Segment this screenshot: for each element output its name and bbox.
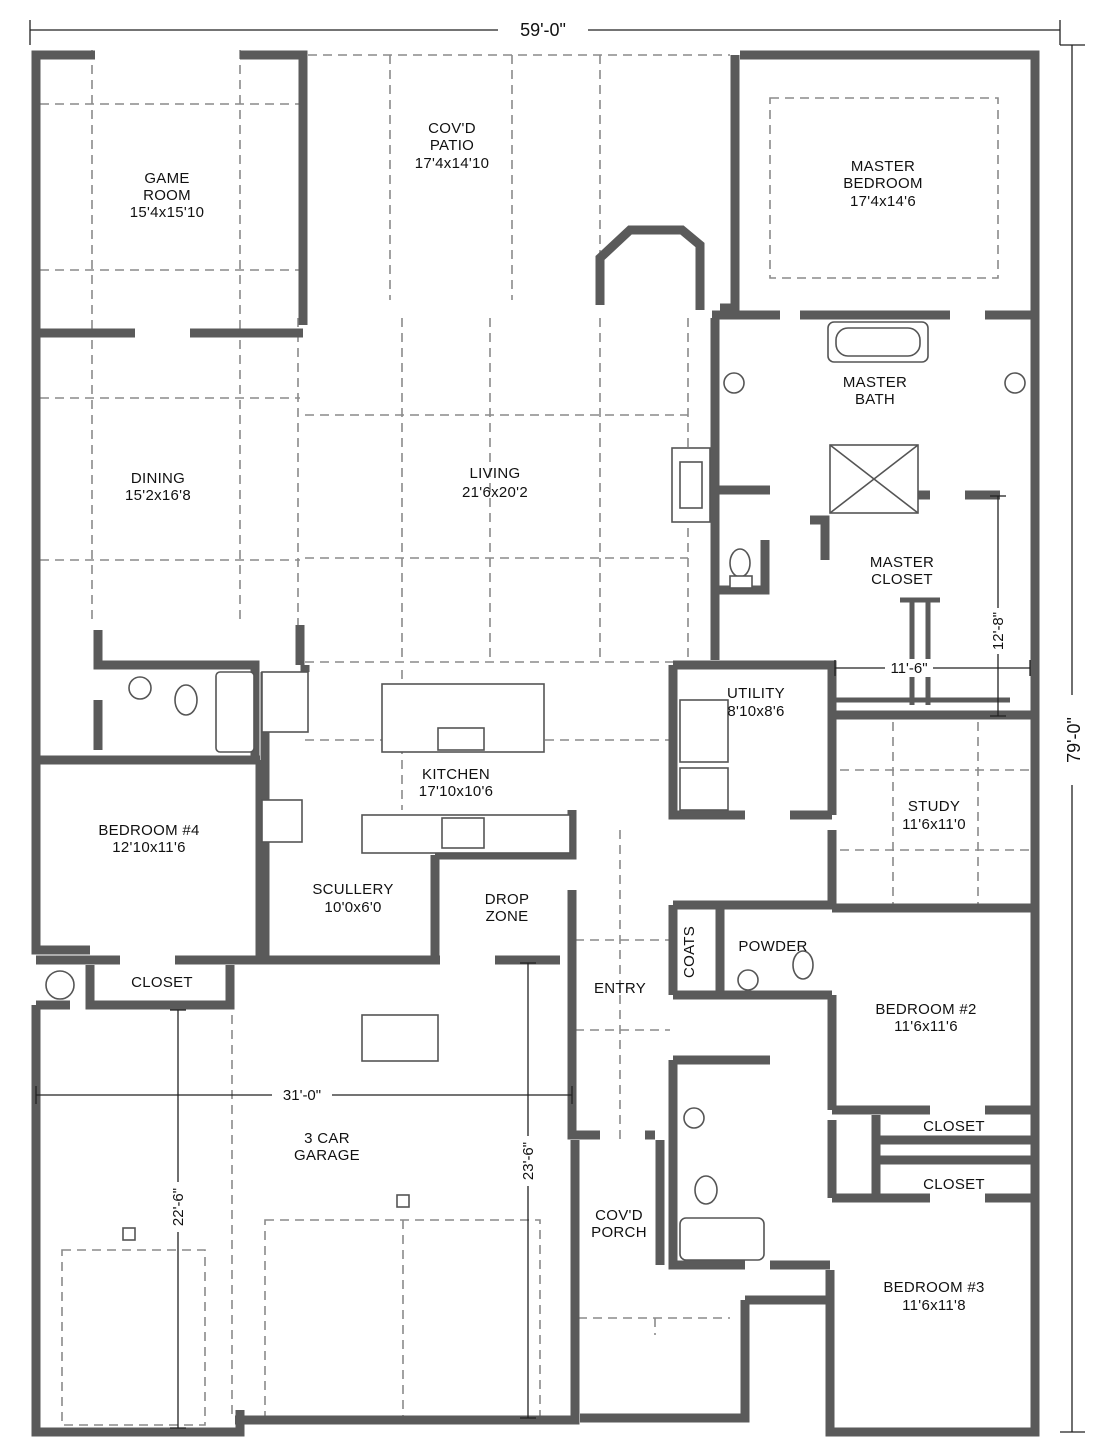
sink-icon — [723, 372, 745, 394]
toilet-icon — [729, 548, 751, 578]
room-label-line: ZONE — [486, 908, 529, 925]
closet-width-label: 11'-6" — [890, 660, 927, 677]
bathtub-icon — [215, 671, 255, 753]
water-heater-icon — [45, 970, 75, 1000]
room-label-closet-bed2: CLOSET — [923, 1118, 985, 1135]
sink-icon — [683, 1107, 705, 1129]
washer-icon — [679, 699, 729, 763]
toilet-icon — [792, 950, 814, 980]
interior-dimensions: 11'-6" 12'-8" 31'-0" 22'-6" 23'-6" — [35, 495, 1031, 1429]
closet-depth-label: 12'-8" — [990, 612, 1007, 650]
room-label-line: ROOM — [143, 187, 191, 204]
bathtub-icon — [679, 1217, 765, 1261]
garage-depth-right-label: 23'-6" — [520, 1142, 537, 1180]
ceiling-lines — [40, 50, 1030, 1426]
fixtures — [45, 321, 1026, 1261]
garage-width-label: 31'-0" — [283, 1087, 321, 1104]
oven-icon — [261, 799, 303, 843]
room-label-line: BATH — [855, 391, 895, 408]
sink-icon — [128, 676, 152, 700]
room-label-line: BEDROOM — [843, 175, 923, 192]
room-label-line: PATIO — [430, 137, 474, 154]
room-label-powder: POWDER — [738, 938, 807, 955]
sink-icon — [737, 969, 759, 991]
walls — [31, 50, 1040, 1437]
room-label-line: CLOSET — [871, 571, 933, 588]
overall-width-label: 59'-0" — [520, 20, 566, 40]
room-label-closet-garage: CLOSET — [131, 974, 193, 991]
room-label-closet-bed3: CLOSET — [923, 1176, 985, 1193]
room-label-line: PORCH — [591, 1224, 647, 1241]
toilet-icon — [174, 684, 198, 716]
room-label-entry: ENTRY — [594, 980, 646, 997]
overall-dimensions: 59'-0" 79'-0" — [29, 18, 1085, 1433]
dryer-icon — [679, 767, 729, 811]
sink-icon — [441, 817, 485, 849]
overall-depth-label: 79'-0" — [1064, 717, 1084, 763]
sink-icon — [1004, 372, 1026, 394]
room-label-line: GARAGE — [294, 1147, 360, 1164]
toilet-icon — [694, 1175, 718, 1205]
coats-label: COATS — [681, 926, 698, 978]
garage-depth-left-label: 22'-6" — [170, 1188, 187, 1226]
refrigerator-icon — [261, 671, 309, 733]
